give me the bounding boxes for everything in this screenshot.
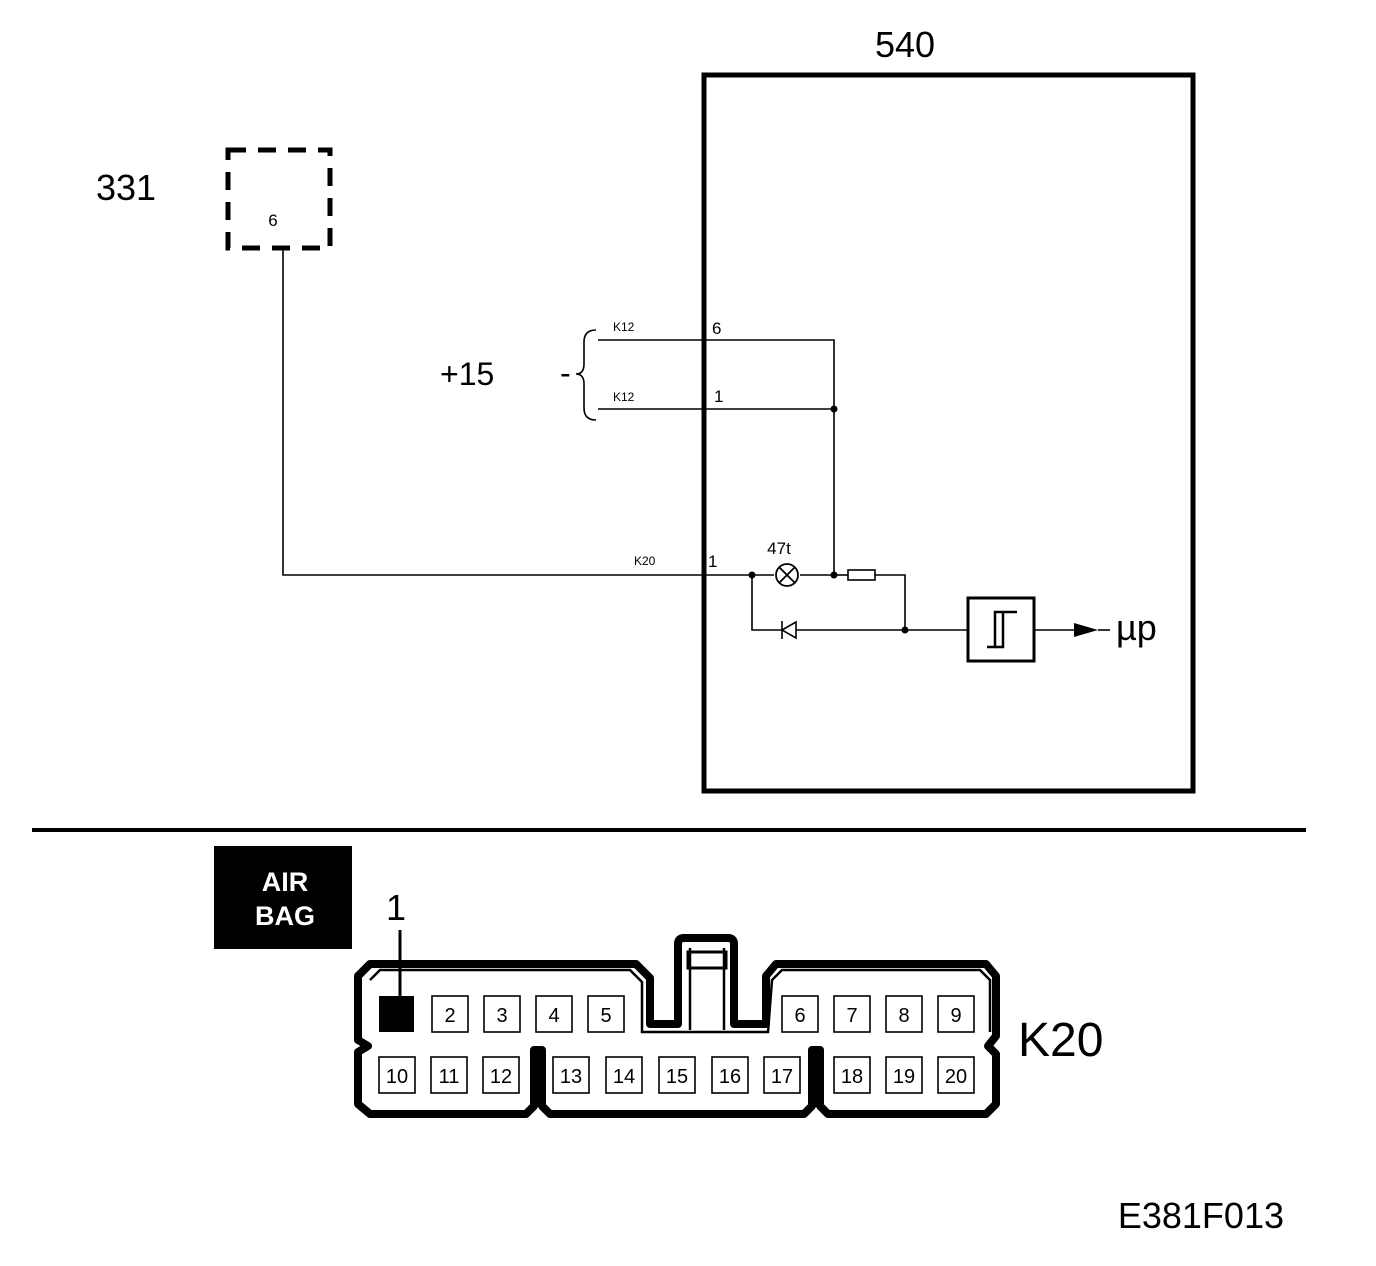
wire-k12-bottom-pin: 1 — [714, 387, 723, 406]
supply-brace — [575, 329, 597, 421]
connector-pin-17 — [763, 1056, 801, 1094]
connector-pin-label: 15 — [666, 1066, 688, 1088]
connector-pin-4 — [535, 995, 573, 1033]
airbag-badge — [214, 846, 352, 949]
connector-name: K20 — [1018, 1014, 1103, 1067]
connector-pin-5 — [587, 995, 625, 1033]
connector-pin-18 — [833, 1056, 871, 1094]
output-label: µp — [1116, 607, 1157, 648]
component-331-box — [225, 147, 333, 251]
connector-pin-label: 14 — [613, 1066, 635, 1088]
component-540-label: 540 — [875, 24, 935, 65]
connector-pins-bottom-row: 10 11 12 13 14 15 16 17 18 19 20 — [378, 1056, 975, 1094]
connector-pin-label: 17 — [771, 1066, 793, 1088]
wire-k12-top-pin: 6 — [712, 319, 721, 338]
connector-pin-2 — [431, 995, 469, 1033]
pin-1-highlighted — [379, 996, 414, 1032]
connector-pin-19 — [885, 1056, 923, 1094]
connector-pin-label: 19 — [893, 1066, 915, 1088]
connector-pin-label: 4 — [548, 1005, 559, 1027]
connector-pin-label: 8 — [898, 1005, 909, 1027]
connector-pin-label: 11 — [439, 1066, 460, 1088]
junction-dot — [830, 405, 838, 413]
component-540-box — [701, 72, 1196, 794]
connector-pin-label: 18 — [841, 1066, 863, 1088]
connector-pin-label: 6 — [794, 1005, 805, 1027]
connector-pin-14 — [605, 1056, 643, 1094]
connector-pin-20 — [937, 1056, 975, 1094]
junction-dots — [748, 405, 909, 634]
connector-pin-15 — [658, 1056, 696, 1094]
connector-pin-12 — [482, 1056, 520, 1094]
junction-dot — [748, 571, 756, 579]
connector-pin-label: 20 — [945, 1066, 967, 1088]
connector-pin-11 — [430, 1056, 468, 1094]
wire-331-to-k20 — [282, 250, 752, 576]
connector-pin-3 — [483, 995, 521, 1033]
supply-label: +15 — [440, 356, 494, 392]
connector-pin-label: 5 — [600, 1005, 611, 1027]
connector-pin-label: 12 — [490, 1066, 512, 1088]
junction-dot — [830, 571, 838, 579]
wire-diode-branch — [751, 575, 782, 631]
connector-pin-label: 13 — [560, 1066, 582, 1088]
wire-k12-pin6 — [598, 339, 835, 575]
warning-lamp-icon — [775, 563, 799, 587]
output-arrow-icon — [1074, 623, 1098, 637]
wires — [282, 250, 1078, 631]
airbag-badge-line1: AIR — [262, 867, 309, 897]
wire-k20-connector: K20 — [634, 554, 656, 568]
airbag-badge-line2: BAG — [255, 901, 315, 931]
wire-k12-bottom-connector: K12 — [613, 390, 635, 404]
pin1-pointer-label: 1 — [386, 887, 406, 928]
lamp-label: 47t — [767, 539, 791, 558]
connector-pin-label: 3 — [496, 1005, 507, 1027]
hysteresis-icon — [987, 610, 1017, 649]
connector-pin-label: 10 — [386, 1066, 408, 1088]
component-331-label: 331 — [96, 167, 156, 208]
connector-pin-13 — [552, 1056, 590, 1094]
connector-pin-10 — [378, 1056, 416, 1094]
supply-dash: - — [560, 355, 571, 391]
component-331-pin-label: 6 — [268, 211, 277, 230]
wire-k12-top-connector: K12 — [613, 320, 635, 334]
diode-icon — [780, 620, 797, 640]
wire-from-resistor — [875, 574, 906, 630]
connector-pins-top-row: 2 3 4 5 6 7 8 9 — [431, 995, 975, 1033]
connector-pin-label: 7 — [846, 1005, 857, 1027]
connector-pin-label: 2 — [444, 1005, 455, 1027]
k20-connector-body — [354, 934, 1000, 1118]
connector-pin-8 — [885, 995, 923, 1033]
connector-pin-16 — [711, 1056, 749, 1094]
schmitt-trigger-box — [966, 596, 1036, 663]
junction-dot — [901, 626, 909, 634]
figure-id: E381F013 — [1118, 1195, 1284, 1236]
resistor-icon — [847, 569, 876, 581]
connector-pin-9 — [937, 995, 975, 1033]
connector-pin-6 — [781, 995, 819, 1033]
hysteresis-icon-inner — [995, 612, 1005, 649]
connector-pin-7 — [833, 995, 871, 1033]
wire-k20-pin: 1 — [708, 552, 717, 571]
connector-pin-label: 9 — [950, 1005, 961, 1027]
connector-pin-label: 16 — [719, 1066, 741, 1088]
